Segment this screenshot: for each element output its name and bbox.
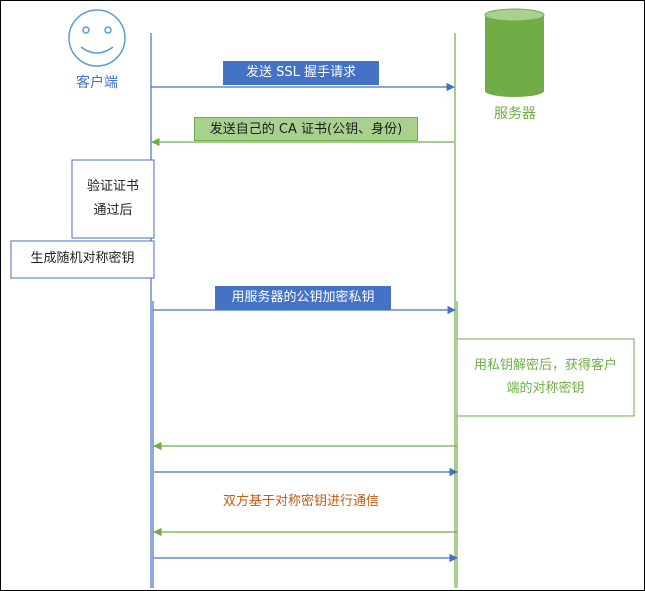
verify-cert-box [71,159,155,239]
decrypt-key-text: 用私钥解密后，获得客户 端的对称密钥 [457,354,634,400]
send-cert-label: 发送自己的 CA 证书(公钥、身份) [194,117,418,141]
decrypt-key-line-1: 用私钥解密后，获得客户 [473,358,617,373]
verify-cert-text: 验证证书 通过后 [72,175,154,223]
decrypt-key-box [456,338,635,417]
gen-key-text: 生成随机对称密钥 [30,251,135,266]
gen-key-box [10,240,155,279]
decrypt-key-line-2: 端的对称密钥 [506,381,585,396]
ssl-request-label: 发送 SSL 握手请求 [223,61,379,85]
verify-cert-line-2: 通过后 [93,203,133,218]
verify-cert-line-1: 验证证书 [86,179,139,194]
server-label: 服务器 [494,106,536,122]
communicate-label: 双方基于对称密钥进行通信 [222,494,379,509]
client-label: 客户端 [76,74,118,91]
database-cylinder-icon [484,8,545,97]
smiley-face-icon [68,9,126,67]
encrypt-key-label: 用服务器的公钥加密私钥 [215,286,391,310]
